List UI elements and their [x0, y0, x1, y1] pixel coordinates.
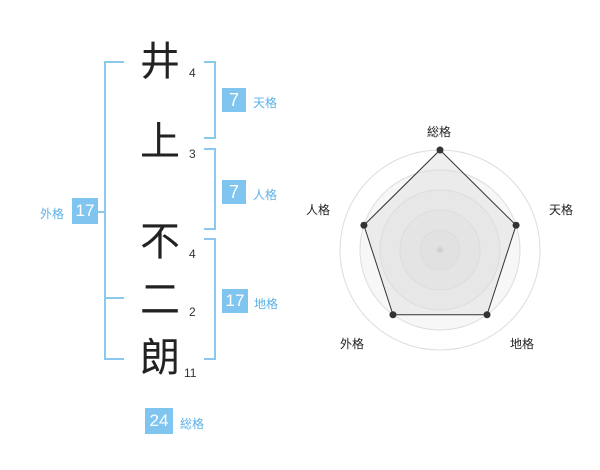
name-char-5: 朗: [140, 335, 180, 381]
radar-center-dot: [437, 247, 443, 253]
radar-point-4: [360, 221, 368, 229]
radar-label-gaikaku: 外格: [340, 337, 365, 351]
stroke-count-5: 11: [184, 366, 197, 380]
stroke-count-1: 4: [189, 66, 196, 80]
jinkaku-badge: 7: [222, 180, 246, 204]
tenkaku-bracket: [204, 61, 216, 139]
chikaku-label: 地格: [254, 297, 279, 311]
chikaku-bracket: [204, 238, 216, 360]
radar-data-polygon: [363, 149, 517, 316]
radar-label-chikaku: 地格: [510, 337, 535, 351]
name-char-4: 二: [140, 277, 180, 323]
stroke-count-4: 2: [189, 305, 196, 319]
radar-label-tenkaku: 天格: [549, 203, 574, 217]
soukaku-badge: 24: [145, 408, 173, 434]
radar-point-2: [483, 311, 491, 319]
radar-label-jinkaku: 人格: [306, 203, 331, 217]
radar-point-3: [389, 311, 397, 319]
name-char-1: 井: [140, 39, 180, 85]
gaikaku-badge: 17: [72, 198, 98, 224]
stroke-count-3: 4: [189, 247, 196, 261]
tenkaku-label: 天格: [253, 96, 278, 110]
jinkaku-bracket: [204, 148, 216, 230]
radar-point-1: [512, 221, 520, 229]
chikaku-badge: 17: [222, 289, 248, 313]
name-char-2: 上: [140, 119, 180, 165]
jinkaku-label: 人格: [253, 188, 278, 202]
soukaku-label: 総格: [180, 417, 205, 431]
radar-label-soukaku: 総格: [427, 125, 452, 139]
name-char-3: 不: [140, 219, 180, 265]
gaikaku-bracket-join: [104, 297, 124, 299]
gaikaku-label: 外格: [40, 207, 65, 221]
tenkaku-badge: 7: [222, 88, 246, 112]
stroke-count-2: 3: [189, 147, 196, 161]
gaikaku-bracket: [104, 61, 124, 360]
radar-point-0: [436, 146, 444, 154]
gaikaku-badge-connector: [96, 211, 106, 213]
